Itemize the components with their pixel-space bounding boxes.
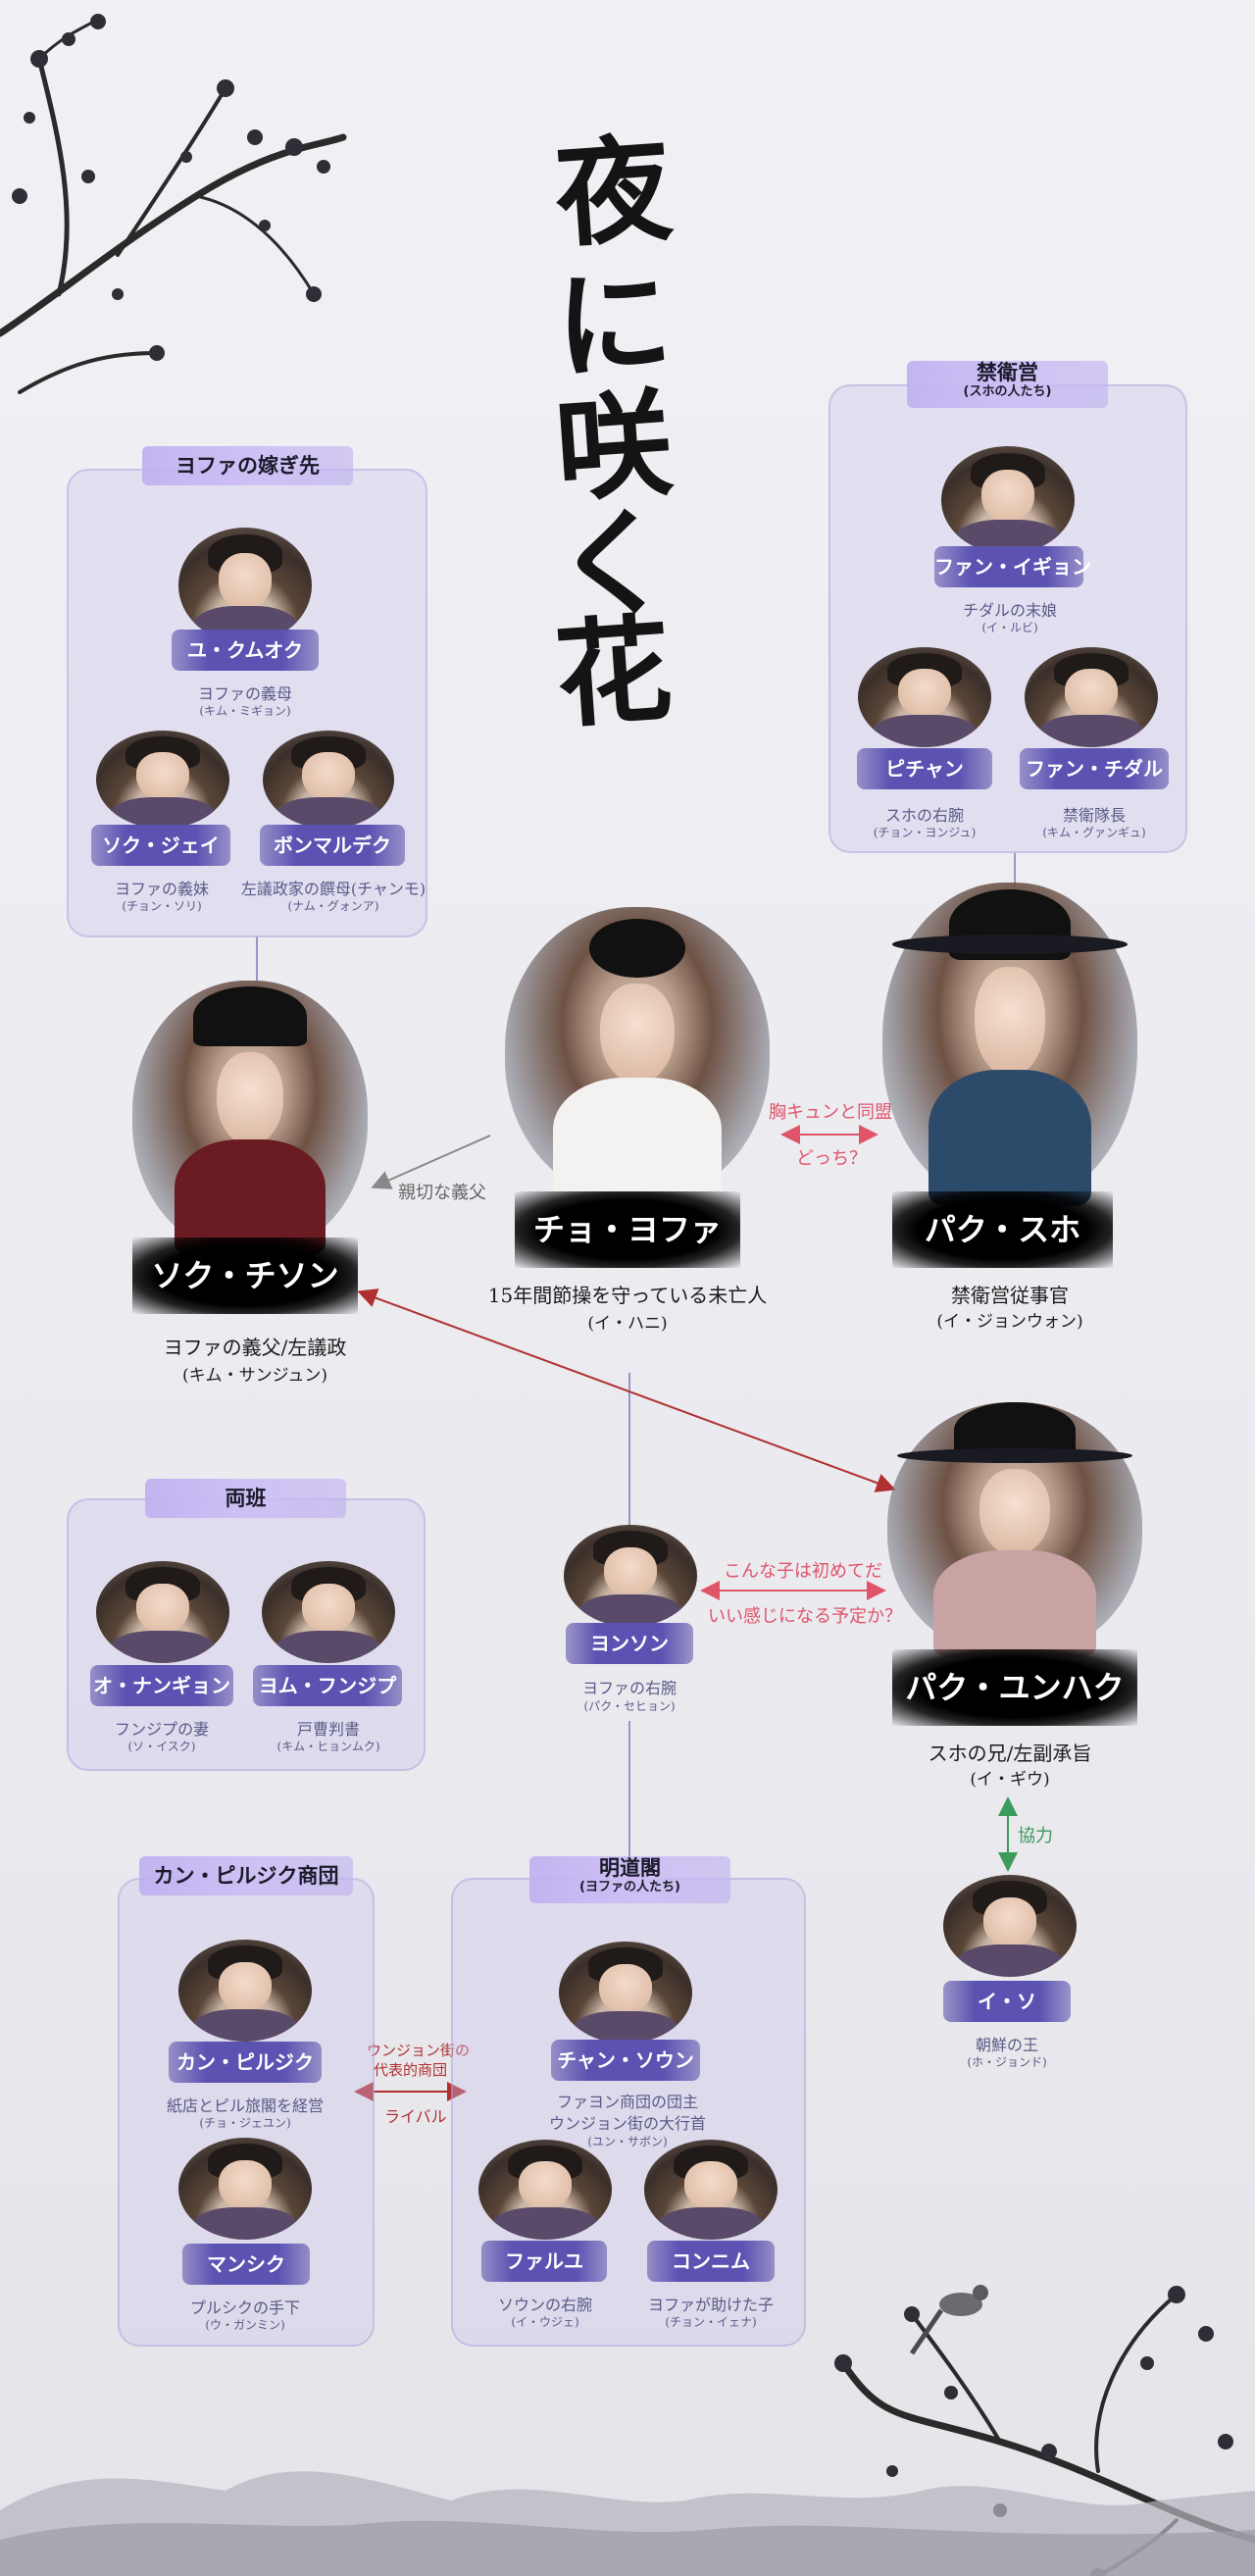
group-label-title: 明道閣 [599, 1856, 661, 1880]
character-desc: ヨファの義母 [197, 684, 292, 703]
bird-icon [909, 2285, 988, 2355]
character-desc: ソウンの右腕 [497, 2296, 592, 2314]
character-actor: (チョン・イェナ) [665, 2315, 757, 2329]
character-photo [559, 1942, 692, 2044]
character-photo [96, 731, 229, 829]
character-name: イ・ソ [943, 1981, 1071, 2022]
character-photo [263, 731, 394, 829]
character-name: パク・ユンハク [892, 1649, 1137, 1726]
character-name: ユ・クムオク [172, 630, 319, 671]
group-label-title: 禁衛営 [977, 361, 1038, 384]
character-desc: ヨファが助けた子 [647, 2296, 774, 2314]
character-actor: (パク・セヒョン) [583, 1699, 676, 1713]
character-photo [644, 2140, 778, 2240]
character-name: ボンマルデク [260, 825, 405, 866]
character-actor: (チョン・ヨンジュ) [873, 826, 977, 839]
relation-label: 協力 [1018, 1826, 1053, 1846]
group-label: 明道閣 (ヨファの人たち) [529, 1856, 730, 1903]
character-name: カン・ピルジク [169, 2042, 322, 2083]
character-actor: (ユン・サボン) [587, 2135, 668, 2148]
relation-label: いい感じになる予定か？ [708, 1606, 902, 1627]
character-desc: プルシクの手下 [189, 2298, 300, 2317]
relation-label: 親切な義父 [398, 1183, 486, 1203]
character-actor: (イ・ジョンウォン) [936, 1312, 1083, 1332]
character-actor: (キム・ヒョンムク) [276, 1740, 380, 1753]
character-name: ピチャン [857, 748, 992, 789]
character-actor: (キム・グァンギュ) [1042, 826, 1146, 839]
character-photo [887, 1402, 1142, 1657]
character-desc: スホの兄/左副承旨 [928, 1742, 1092, 1765]
relation-label: ライバル [384, 2107, 447, 2126]
group-label-sub: (スホの人たち) [963, 384, 1052, 399]
character-desc: 朝鮮の王 [975, 2036, 1038, 2054]
character-photo [882, 883, 1137, 1206]
character-photo [478, 2140, 612, 2240]
mountains [0, 2471, 1255, 2576]
character-desc: ヨファの右腕 [581, 1679, 677, 1697]
character-desc: チダルの末娘 [962, 601, 1057, 620]
character-photo [858, 647, 991, 747]
character-name: ファン・チダル [1020, 748, 1169, 789]
character-desc: 禁衛営従事官 [951, 1284, 1069, 1307]
character-desc: ヨファの義父/左議政 [163, 1336, 347, 1359]
group-label-sub: (ヨファの人たち) [579, 1880, 680, 1894]
relation-label: ウンジョン街の [367, 2042, 471, 2059]
character-desc: 戸曹判書 [296, 1720, 360, 1739]
character-actor: (チョ・ジェユン) [199, 2116, 291, 2130]
character-actor: (キム・サンジュン) [181, 1366, 328, 1386]
character-name: ヨンソン [566, 1623, 693, 1664]
character-desc: フンジプの妻 [114, 1720, 210, 1739]
character-photo [96, 1561, 229, 1663]
character-desc: 紙店とピル旅閣を経営 [166, 2096, 324, 2115]
character-actor: (キム・ミギョン) [199, 704, 291, 718]
character-name: ファン・イギョン [934, 546, 1091, 587]
character-photo [178, 1940, 312, 2042]
character-actor: (イ・ハニ) [587, 1314, 668, 1334]
character-actor: (ホ・ジョンド) [967, 2055, 1047, 2069]
character-desc: スホの右腕 [884, 806, 964, 825]
character-photo [178, 528, 312, 643]
character-desc: ヨファの義妹 [114, 880, 209, 898]
character-desc: ファヨン商団の団主 [556, 2093, 698, 2111]
group-label: ヨファの嫁ぎ先 [142, 446, 353, 485]
group-label: 両班 [145, 1479, 346, 1518]
character-name: チャン・ソウン [551, 2040, 700, 2081]
character-desc: 15年間節操を守っている未亡人 [487, 1284, 768, 1307]
relation-label: 代表的商団 [374, 2061, 448, 2079]
character-actor: (イ・ウジェ) [511, 2315, 579, 2329]
character-photo [941, 446, 1075, 554]
character-photo [262, 1561, 395, 1663]
character-photo [178, 2138, 312, 2240]
character-photo [1025, 647, 1158, 747]
character-photo [564, 1525, 697, 1627]
character-photo [943, 1875, 1077, 1977]
plum-branch-top-left [0, 14, 347, 394]
character-actor: (ナム・グォンア) [287, 899, 379, 913]
group-label: カン・ピルジク商団 [139, 1856, 353, 1895]
character-name: マンシク [182, 2244, 310, 2285]
character-name: ソク・チソン [132, 1237, 358, 1314]
character-name: パク・スホ [892, 1191, 1113, 1268]
character-actor: (イ・ギウ) [970, 1770, 1050, 1790]
character-desc-2: ウンジョン街の大行首 [548, 2114, 706, 2133]
character-photo [505, 907, 770, 1201]
relation-label: こんな子は初めてだ [724, 1561, 882, 1582]
relation-label: どっち？ [796, 1148, 867, 1169]
character-name: ソク・ジェイ [91, 825, 230, 866]
group-label: 禁衛営 (スホの人たち) [907, 361, 1108, 408]
character-name: コンニム [647, 2241, 775, 2282]
character-name: ヨム・フンジプ [253, 1665, 402, 1706]
character-photo [132, 981, 368, 1255]
relation-label: 胸キュンと同盟 [769, 1102, 892, 1123]
character-name: チョ・ヨファ [515, 1191, 740, 1268]
character-actor: (ウ・ガンミン) [205, 2318, 285, 2332]
character-desc: 左議政家の饌母(チャンモ) [240, 880, 427, 898]
character-actor: (チョン・ソリ) [122, 899, 202, 913]
character-name: オ・ナンギョン [90, 1665, 233, 1706]
character-desc: 禁衛隊長 [1062, 806, 1126, 825]
character-actor: (ソ・イスク) [127, 1740, 196, 1753]
character-name: ファルユ [481, 2241, 607, 2282]
character-actor: (イ・ルビ) [981, 621, 1038, 634]
